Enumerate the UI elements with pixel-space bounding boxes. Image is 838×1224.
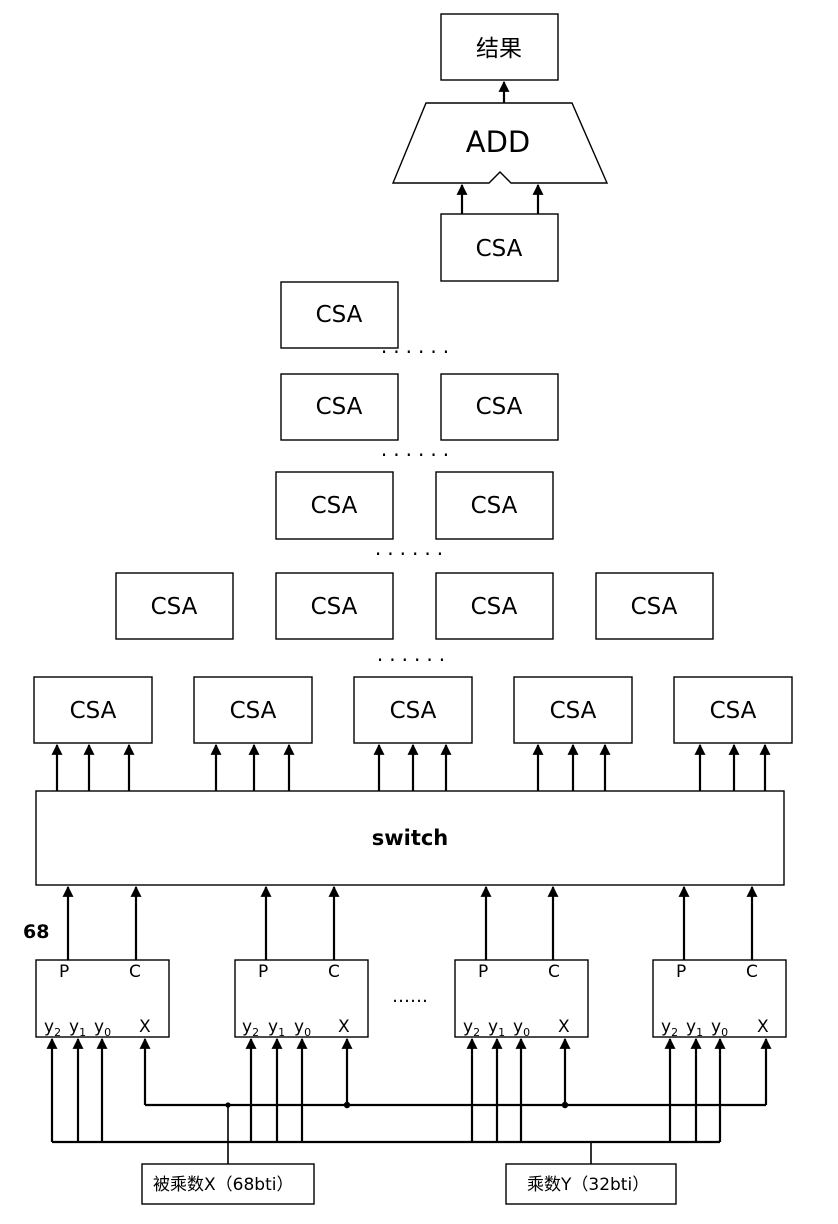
- booth-encoder-4: P C y2 y1 y0 X: [652, 959, 787, 1039]
- csa-level-2-left: CSA: [280, 373, 399, 441]
- booth-encoder-2: P C y2 y1 y0 X: [234, 959, 369, 1039]
- x-input-label: X: [757, 1017, 769, 1037]
- y2-input-label: y2: [463, 1017, 480, 1039]
- csa-label: CSA: [316, 302, 363, 328]
- csa-level-3-right: CSA: [435, 471, 554, 540]
- y1-input-label: y1: [488, 1017, 505, 1039]
- y1-input-label: y1: [69, 1017, 86, 1039]
- y2-input-label: y2: [242, 1017, 259, 1039]
- result-label: 结果: [476, 36, 522, 62]
- csa-label: CSA: [311, 493, 358, 519]
- csa-label: CSA: [316, 394, 363, 420]
- encoder-ellipsis: ……: [392, 986, 428, 1007]
- p-output-label: P: [258, 962, 268, 982]
- y2-input-label: y2: [44, 1017, 61, 1039]
- switch-block: switch: [35, 790, 785, 886]
- y0-input-label: y0: [711, 1017, 728, 1039]
- booth-encoder-1: P C y2 y1 y0 X: [35, 959, 170, 1039]
- csa-level-4-4: CSA: [595, 572, 714, 640]
- csa-level-4-1: CSA: [115, 572, 234, 640]
- csa-level-5-2: CSA: [193, 676, 313, 744]
- csa-level-4-2: CSA: [275, 572, 394, 640]
- csa-label: CSA: [70, 698, 117, 724]
- c-output-label: C: [746, 962, 758, 982]
- csa-label: CSA: [550, 698, 597, 724]
- csa-level-3-left: CSA: [275, 471, 394, 540]
- multiplicand-input-box: 被乘数X（68bti）: [141, 1163, 315, 1205]
- csa-label: CSA: [151, 594, 198, 620]
- csa-level-5-4: CSA: [513, 676, 633, 744]
- adder: ADD: [391, 102, 609, 184]
- ellipsis-dots: ······: [381, 443, 455, 467]
- csa-top: CSA: [440, 213, 559, 282]
- p-output-label: P: [478, 962, 488, 982]
- csa-level-2-right: CSA: [440, 373, 559, 441]
- csa-level-1-box: CSA: [280, 281, 399, 349]
- csa-level-5-1: CSA: [33, 676, 153, 744]
- encoder-to-switch-arrows: [62, 885, 758, 960]
- csa-label: CSA: [631, 594, 678, 620]
- y1-input-label: y1: [268, 1017, 285, 1039]
- multiplicand-label: 被乘数X（68bti）: [153, 1175, 293, 1195]
- csa-label: CSA: [230, 698, 277, 724]
- x-input-label: X: [558, 1017, 570, 1037]
- switch-to-csa-arrows: [51, 743, 771, 791]
- p-output-label: P: [59, 962, 69, 982]
- x-input-label: X: [139, 1017, 151, 1037]
- csa-label: CSA: [476, 394, 523, 420]
- result-box: 结果: [440, 13, 559, 81]
- ellipsis-dots: ······: [381, 340, 455, 364]
- c-output-label: C: [129, 962, 141, 982]
- csa-label: CSA: [471, 493, 518, 519]
- y2-input-label: y2: [661, 1017, 678, 1039]
- csa-label: CSA: [311, 594, 358, 620]
- csa-label: CSA: [471, 594, 518, 620]
- csa-label: CSA: [390, 698, 437, 724]
- multiplicand-bus: [139, 1037, 772, 1164]
- csa-level-5-3: CSA: [353, 676, 473, 744]
- ellipsis-dots: ······: [375, 542, 449, 566]
- csa-level-5-5: CSA: [673, 676, 793, 744]
- adder-label: ADD: [466, 125, 531, 159]
- y0-input-label: y0: [294, 1017, 311, 1039]
- ellipsis-dots: ······: [377, 648, 451, 672]
- y0-input-label: y0: [513, 1017, 530, 1039]
- csa-label: CSA: [710, 698, 757, 724]
- csa-level-4-3: CSA: [435, 572, 554, 640]
- c-output-label: C: [328, 962, 340, 982]
- x-input-label: X: [338, 1017, 350, 1037]
- multiplier-bus: [46, 1037, 726, 1164]
- c-output-label: C: [548, 962, 560, 982]
- switch-label: switch: [372, 826, 449, 850]
- booth-encoder-3: P C y2 y1 y0 X: [454, 959, 589, 1039]
- p-output-label: P: [676, 962, 686, 982]
- csa-label: CSA: [476, 236, 523, 262]
- multiplier-input-box: 乘数Y（32bti）: [505, 1163, 677, 1205]
- y1-input-label: y1: [686, 1017, 703, 1039]
- y0-input-label: y0: [94, 1017, 111, 1039]
- bit-width-label: 68: [23, 921, 49, 943]
- multiplier-label: 乘数Y（32bti）: [527, 1175, 649, 1195]
